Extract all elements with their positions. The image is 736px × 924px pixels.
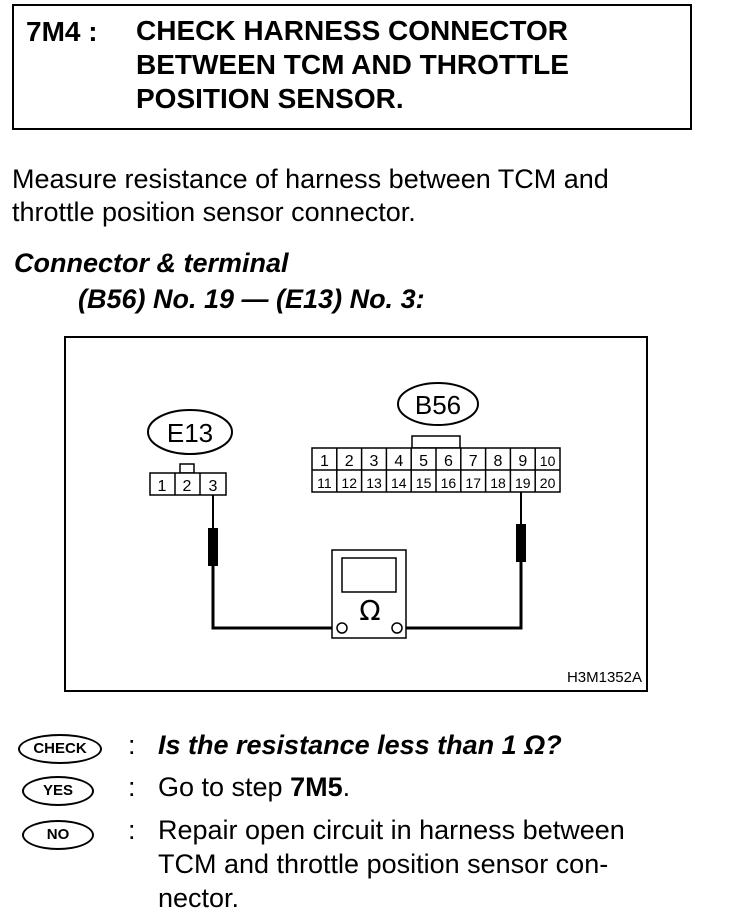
e13-label: E13 bbox=[167, 418, 213, 448]
step-header-box: 7M4 : CHECK HARNESS CONNECTOR BETWEEN TC… bbox=[12, 4, 692, 130]
ohmmeter-display bbox=[341, 557, 397, 593]
step-title-line-2: BETWEEN TCM AND THROTTLE bbox=[136, 49, 569, 80]
b56-pin: 11 bbox=[317, 475, 332, 491]
step-title: CHECK HARNESS CONNECTOR BETWEEN TCM AND … bbox=[136, 14, 686, 116]
yes-step-link: 7M5 bbox=[290, 772, 343, 802]
b56-label: B56 bbox=[415, 390, 461, 420]
no-line-1: Repair open circuit in harness between bbox=[158, 815, 625, 845]
yes-colon: : bbox=[128, 772, 136, 802]
b56-pin: 9 bbox=[518, 453, 527, 470]
e13-latch bbox=[179, 463, 195, 474]
step-id: 7M4 : bbox=[26, 16, 98, 47]
check-colon: : bbox=[128, 730, 136, 760]
e13-pin: 1 bbox=[158, 478, 167, 495]
b56-pin: 10 bbox=[540, 453, 556, 469]
probe-wires bbox=[208, 492, 526, 630]
no-line-3: nector. bbox=[158, 883, 240, 913]
e13-label-oval bbox=[147, 409, 233, 455]
b56-pin: 3 bbox=[370, 453, 379, 470]
e13-probe-tip bbox=[208, 528, 218, 566]
connector-terminal-label: Connector & terminal bbox=[14, 248, 289, 278]
e13-lead-wire bbox=[211, 566, 334, 630]
b56-pin: 5 bbox=[419, 453, 428, 470]
b56-latch bbox=[411, 435, 461, 449]
b56-pin: 15 bbox=[416, 475, 432, 491]
no-answer: Repair open circuit in harness between T… bbox=[158, 813, 703, 915]
no-colon: : bbox=[128, 815, 136, 845]
e13-pin: 3 bbox=[209, 478, 218, 495]
e13-connector: 1 2 3 bbox=[149, 463, 227, 496]
yes-answer: Go to step 7M5. bbox=[158, 770, 703, 804]
yes-badge: YES bbox=[22, 776, 94, 806]
ohmmeter-terminal-left bbox=[336, 622, 348, 634]
b56-pin: 12 bbox=[341, 475, 357, 491]
e13-housing bbox=[149, 472, 227, 496]
b56-pin: 17 bbox=[465, 475, 481, 491]
intro-line-1: Measure resistance of harness between TC… bbox=[12, 164, 609, 194]
intro-line-2: throttle position sensor connector. bbox=[12, 197, 416, 227]
intro-paragraph: Measure resistance of harness between TC… bbox=[12, 163, 712, 229]
b56-pin: 1 bbox=[320, 453, 329, 470]
b56-pin: 19 bbox=[515, 475, 531, 491]
b56-pin: 14 bbox=[391, 475, 407, 491]
check-question: Is the resistance less than 1 Ω? bbox=[158, 730, 562, 760]
ohmmeter-terminal-right bbox=[391, 622, 403, 634]
b56-pin: 18 bbox=[490, 475, 506, 491]
ohmmeter: Ω bbox=[331, 549, 407, 639]
b56-pin: 8 bbox=[494, 453, 503, 470]
b56-lead-wire bbox=[402, 562, 523, 630]
step-title-line-1: CHECK HARNESS CONNECTOR bbox=[136, 15, 568, 46]
figure-code: H3M1352A bbox=[567, 669, 642, 686]
check-badge: CHECK bbox=[18, 734, 102, 764]
ohm-symbol: Ω bbox=[359, 594, 380, 627]
b56-probe-tip bbox=[516, 524, 526, 562]
b56-pin: 7 bbox=[469, 453, 478, 470]
e13-pin: 2 bbox=[183, 478, 192, 495]
b56-pin: 20 bbox=[540, 475, 556, 491]
yes-text-suffix: . bbox=[342, 772, 351, 802]
b56-pin: 13 bbox=[366, 475, 382, 491]
no-line-2: TCM and throttle position sensor con- bbox=[158, 849, 609, 879]
yes-text-prefix: Go to step bbox=[158, 772, 291, 802]
b56-label-oval bbox=[397, 382, 479, 426]
connector-terminal-value: (B56) No. 19 — (E13) No. 3: bbox=[78, 284, 425, 314]
b56-pin: 2 bbox=[345, 453, 354, 470]
no-badge: NO bbox=[22, 820, 94, 850]
step-title-line-3: POSITION SENSOR. bbox=[136, 83, 404, 114]
b56-pin: 6 bbox=[444, 453, 453, 470]
b56-pin: 16 bbox=[441, 475, 457, 491]
b56-pin: 4 bbox=[394, 453, 403, 470]
